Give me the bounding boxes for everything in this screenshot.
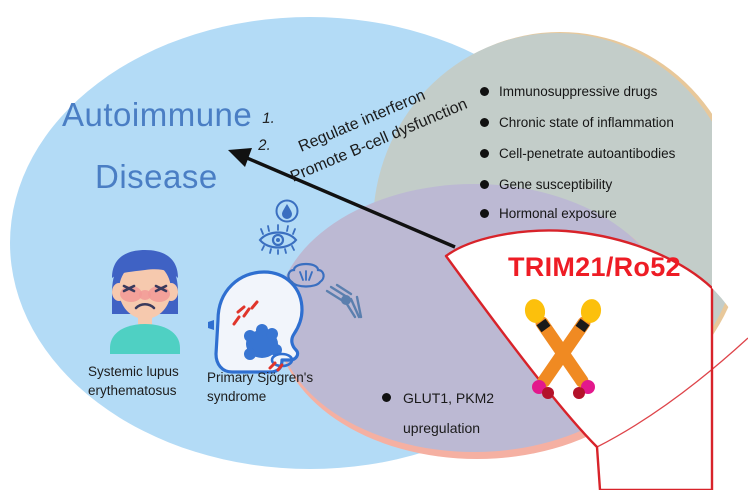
arrow-number-2: 2. bbox=[258, 136, 271, 154]
disease-pss-line1: Primary Sjögren's bbox=[207, 370, 314, 385]
bullet-icon bbox=[480, 180, 489, 189]
page-title-line2: Disease bbox=[95, 158, 218, 195]
risk-factor-item: Gene susceptibility bbox=[480, 177, 612, 192]
metabolism-label-line2: upregulation bbox=[403, 420, 481, 436]
trim21-molecule-icon bbox=[524, 299, 602, 399]
disease-sle-line1: Systemic lupus bbox=[88, 364, 179, 379]
risk-factor-label: Immunosuppressive drugs bbox=[499, 84, 658, 99]
risk-factor-label: Hormonal exposure bbox=[499, 206, 617, 221]
risk-factor-item: Immunosuppressive drugs bbox=[480, 84, 657, 99]
risk-factor-item: Cell-penetrate autoantibodies bbox=[480, 146, 675, 161]
bullet-icon bbox=[480, 149, 489, 158]
head-salivary-gland-icon bbox=[208, 270, 304, 374]
bullet-icon bbox=[382, 393, 391, 402]
risk-factor-item: Chronic state of inflammation bbox=[480, 115, 674, 130]
arrow-number-1: 1. bbox=[262, 109, 275, 127]
metabolism-label-line1: GLUT1, PKM2 bbox=[403, 390, 495, 406]
trim21-label: TRIM21/Ro52 bbox=[508, 252, 681, 282]
metabolism-item: GLUT1, PKM2 upregulation bbox=[382, 383, 494, 443]
woman-butterfly-rash-icon bbox=[110, 250, 180, 354]
risk-factor-item: Hormonal exposure bbox=[480, 206, 617, 221]
wedge-outer-white bbox=[712, 0, 748, 344]
disease-caption-pss: Primary Sjögren's syndrome bbox=[207, 368, 313, 406]
trim21-wedge bbox=[444, 229, 714, 490]
bullet-icon bbox=[480, 209, 489, 218]
disease-pss-line2: syndrome bbox=[207, 389, 267, 404]
risk-factor-label: Chronic state of inflammation bbox=[499, 115, 674, 130]
disease-caption-sle: Systemic lupus erythematosus bbox=[88, 362, 179, 400]
arrow-annotation-2: 2. bbox=[258, 137, 271, 155]
arrow-annotation-1: 1. bbox=[262, 110, 275, 128]
eye-icon bbox=[258, 224, 298, 255]
dry-eye-drop-icon bbox=[275, 199, 299, 223]
mechanism-arrow bbox=[228, 148, 456, 249]
risk-factor-label: Cell-penetrate autoantibodies bbox=[499, 146, 676, 161]
risk-factor-label: Gene susceptibility bbox=[499, 177, 613, 192]
joint-pain-icon bbox=[325, 283, 363, 319]
dry-mouth-icon bbox=[287, 262, 325, 288]
disease-sle-line2: erythematosus bbox=[88, 383, 177, 398]
wedge-trailing-arc bbox=[596, 337, 748, 448]
bullet-icon bbox=[480, 118, 489, 127]
bullet-icon bbox=[480, 87, 489, 96]
page-title-line1: Autoimmune bbox=[62, 96, 253, 133]
